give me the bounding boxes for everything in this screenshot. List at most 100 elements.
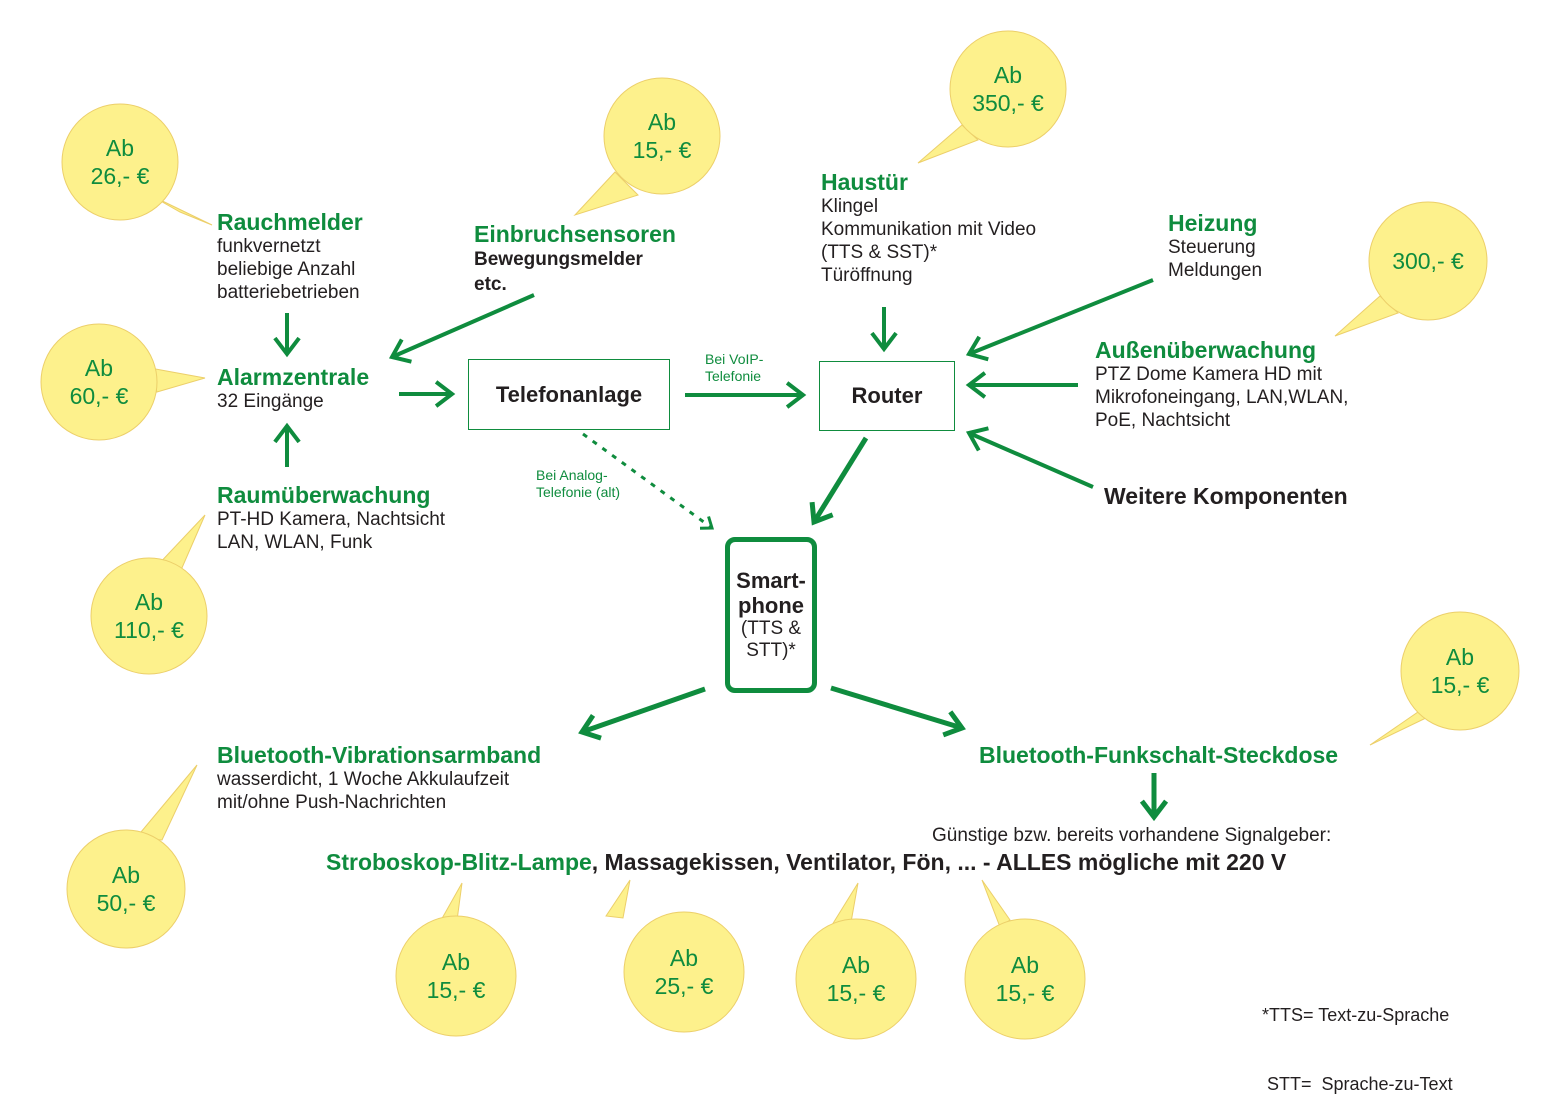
arrow-head [870, 331, 898, 353]
signalgeber-list: Stroboskop-Blitz-Lampe, Massagekissen, V… [326, 848, 1286, 876]
arrow-steckdose-to-signalgeber [1139, 773, 1169, 822]
arrow-head [388, 338, 412, 364]
node-title: Bluetooth-Funkschalt-Steckdose [979, 742, 1339, 768]
edge-label-line: Telefonie (alt) [536, 484, 621, 500]
node-label: Router [851, 383, 923, 408]
price-value: 60,- € [69, 383, 129, 409]
node-title: Alarmzentrale [217, 364, 370, 390]
arrow-head [965, 371, 987, 399]
node-desc-line: wasserdicht, 1 Woche Akkulaufzeit [217, 769, 510, 790]
arrow-head [1139, 799, 1169, 822]
price-prefix: Ab [1010, 952, 1040, 978]
price-bubble-ventilator [795, 882, 917, 1040]
node-heizung: Heizung Steuerung Meldungen [1168, 210, 1262, 282]
price-prefix: Ab [841, 952, 871, 978]
smartphone-label-3: (TTS & [740, 618, 802, 639]
arrow-router-to-smartphone [809, 436, 869, 526]
edge-label-line: Bei Analog- [536, 467, 608, 483]
signalgeber-intro: Günstige bzw. bereits vorhandene Signalg… [932, 825, 1332, 846]
arrow-head [809, 501, 834, 526]
node-title: Weitere Komponenten [1104, 483, 1348, 509]
node-desc-line: Steuerung [1168, 237, 1256, 258]
arrow-shaft [968, 278, 1154, 356]
speech-bubble-fill [68, 831, 184, 947]
arrow-head [785, 381, 807, 409]
price-value: 15,- € [632, 137, 692, 163]
node-armband: Bluetooth-Vibrationsarmband wasserdicht,… [217, 742, 541, 814]
arrow-head [273, 336, 301, 358]
price-bubble-aussen [1334, 201, 1488, 337]
arrow-head [578, 713, 602, 741]
speech-bubble-tail [149, 194, 213, 226]
node-weitere-komponenten: Weitere Komponenten [1104, 483, 1348, 509]
node-title: Raumüberwachung [217, 482, 431, 508]
speech-bubble-tail [134, 764, 198, 841]
footnote-stt: STT= Sprache-zu-Text [1262, 1074, 1453, 1094]
arrow-telefonanlage-to-smartphone-analog [582, 432, 715, 530]
node-router: Router [819, 361, 955, 431]
node-alarmzentrale: Alarmzentrale 32 Eingänge [217, 364, 369, 413]
price-prefix: Ab [105, 135, 135, 161]
price-value: 15,- € [995, 980, 1055, 1006]
price-value: 15,- € [1430, 672, 1490, 698]
price-bubble-einbruch [573, 77, 721, 217]
node-smartphone: Smart- phone (TTS & STT)* [725, 537, 817, 693]
node-desc-line: Klingel [821, 196, 879, 217]
arrow-head [699, 516, 715, 530]
arrow-smartphone-to-armband [578, 686, 706, 741]
arrow-raum-to-alarmzentrale [273, 422, 301, 467]
arrow-shaft [968, 431, 1094, 489]
speech-bubble-fill [1370, 203, 1486, 319]
arrow-haustuer-to-router [870, 307, 898, 353]
price-value: 300,- € [1392, 248, 1464, 274]
price-bubble-haustuer [917, 30, 1067, 164]
node-einbruchsensoren: Einbruchsensoren Bewegungsmelder etc. [474, 221, 676, 297]
node-title: Heizung [1168, 210, 1258, 236]
node-haustuer: Haustür Klingel Kommunikation mit Video … [821, 169, 1036, 287]
node-rauchmelder: Rauchmelder funkvernetzt beliebige Anzah… [217, 209, 363, 304]
price-prefix: Ab [111, 862, 141, 888]
arrow-shaft [581, 686, 706, 735]
node-desc-line: Mikrofoneingang, LAN,WLAN, [1095, 387, 1349, 408]
node-desc-line: Türöffnung [821, 265, 913, 286]
arrow-alarmzentrale-to-telefonanlage [399, 380, 456, 408]
arrow-head [434, 380, 456, 408]
node-desc-line: PTZ Dome Kamera HD mit [1095, 364, 1322, 385]
price-prefix: Ab [134, 589, 164, 615]
footnote-tts: *TTS= Text-zu-Sprache [1262, 1005, 1450, 1025]
node-desc-line: mit/ohne Push-Nachrichten [217, 792, 447, 813]
price-bubble-armband [66, 764, 198, 949]
node-title: Einbruchsensoren [474, 221, 676, 247]
node-desc-line: LAN, WLAN, Funk [217, 532, 373, 553]
price-prefix: Ab [993, 62, 1023, 88]
speech-bubble-fill [625, 913, 743, 1031]
signalgeber-highlight: Stroboskop-Blitz-Lampe [326, 849, 592, 875]
speech-bubble-tail [981, 879, 1011, 928]
node-title: Außenüberwachung [1095, 337, 1317, 363]
speech-bubble-fill [42, 325, 156, 439]
price-bubble-massagekissen [605, 879, 745, 1033]
arrow-shaft [811, 436, 869, 524]
smartphone-label-1: Smart- [736, 568, 806, 593]
connection-arrows [273, 278, 1169, 822]
speech-bubble-fill [397, 917, 515, 1035]
arrow-head [965, 335, 989, 362]
node-desc-line: batteriebetrieben [217, 282, 360, 303]
edge-label-line: Telefonie [705, 368, 762, 384]
speech-bubble-tail [1369, 711, 1430, 746]
price-value: 350,- € [972, 90, 1044, 116]
speech-bubble-fill [951, 32, 1065, 146]
smartphone-label-4: STT)* [746, 640, 796, 661]
price-prefix: Ab [441, 949, 471, 975]
price-prefix: Ab [669, 945, 699, 971]
edge-label-line: Bei VoIP- [705, 351, 764, 367]
diagram-canvas [40, 30, 1520, 1040]
price-value: 15,- € [426, 977, 486, 1003]
price-prefix: Ab [647, 109, 677, 135]
speech-bubble-fill [966, 920, 1084, 1038]
